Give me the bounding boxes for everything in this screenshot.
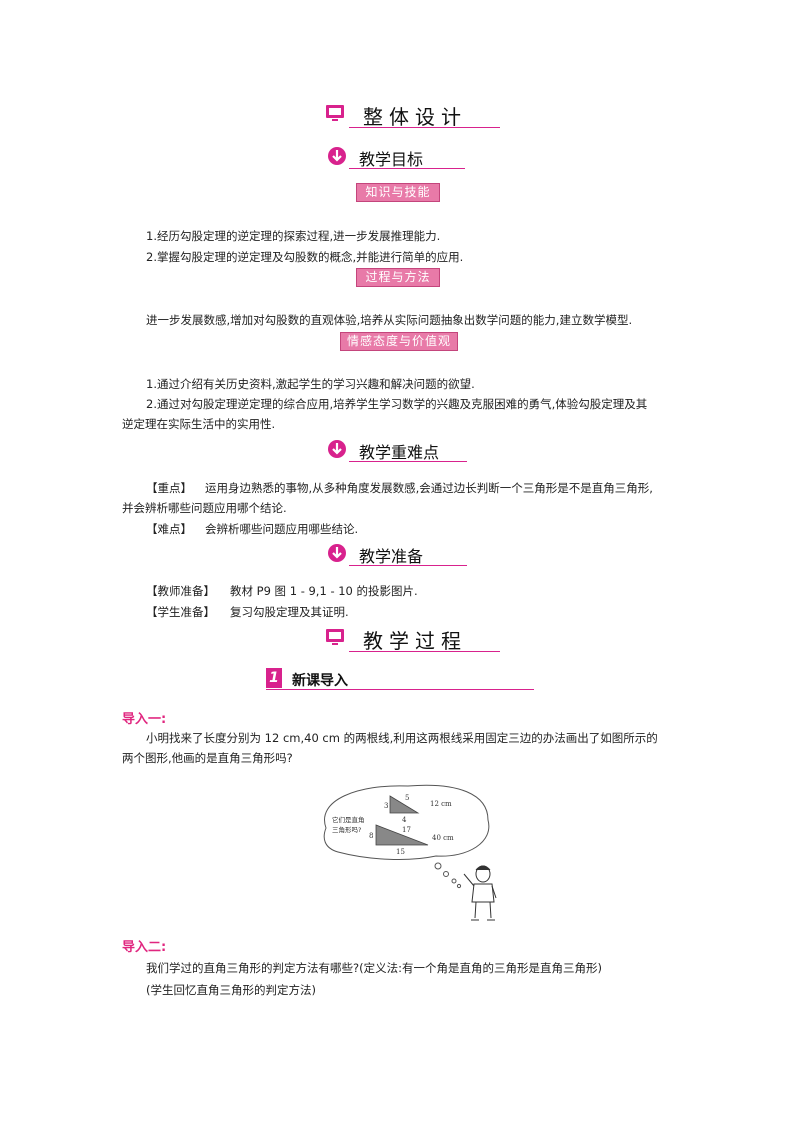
goal-text: 2.掌握勾股定理的逆定理及勾股数的概念,并能进行简单的应用. — [146, 250, 464, 264]
divider — [349, 127, 500, 128]
triangle-figure: 3 4 5 12 cm 8 15 17 40 cm 它们是直角 三角形吗? — [323, 784, 497, 921]
t2-side-a: 8 — [369, 832, 373, 840]
subsection-goals: 教学目标 — [325, 145, 465, 171]
key-text: 并会辨析哪些问题应用哪个结论. — [122, 501, 287, 515]
teacher-prep-text: 教材 P9 图 1 - 9,1 - 10 的投影图片. — [230, 584, 418, 598]
step-number: 1 — [266, 668, 282, 688]
small-triangle — [389, 795, 420, 814]
divider — [349, 461, 467, 462]
intro-label: 导入二: — [122, 940, 167, 955]
t2-side-c: 17 — [402, 826, 411, 834]
difficulty-label: 【难点】 — [146, 522, 192, 536]
boy-illustration — [463, 865, 497, 921]
tag-knowledge: 知识与技能 — [356, 183, 440, 202]
divider — [266, 689, 534, 690]
bubble-text: 它们是直角 — [332, 815, 365, 824]
intro-text: (学生回忆直角三角形的判定方法) — [146, 983, 316, 997]
divider — [349, 651, 500, 652]
student-prep-text: 复习勾股定理及其证明. — [230, 605, 349, 619]
t2-side-b: 15 — [396, 848, 405, 856]
t1-side-c: 5 — [405, 794, 409, 802]
intro-text: 我们学过的直角三角形的判定方法有哪些?(定义法:有一个角是直角的三角形是直角三角… — [146, 961, 602, 975]
goal-text: 2.通过对勾股定理逆定理的综合应用,培养学生学习数学的兴趣及克服困难的勇气,体验… — [146, 397, 648, 411]
down-arrow-icon — [328, 147, 346, 165]
section-title: 教学过程 — [363, 629, 467, 653]
key-text: 运用身边熟悉的事物,从多种角度发展数感,会通过边长判断一个三角形是不是直角三角形… — [205, 481, 653, 495]
tag-method: 过程与方法 — [356, 268, 440, 287]
goal-text: 1.通过介绍有关历史资料,激起学生的学习兴趣和解决问题的欲望. — [146, 377, 475, 391]
intro-text: 小明找来了长度分别为 12 cm,40 cm 的两根线,利用这两根线采用固定三边… — [146, 731, 658, 745]
divider — [349, 168, 465, 169]
subsection-title: 教学重难点 — [359, 443, 440, 462]
goal-text: 进一步发展数感,增加对勾股数的直观体验,培养从实际问题抽象出数学问题的能力,建立… — [146, 313, 633, 327]
intro-text: 两个图形,他画的是直角三角形吗? — [122, 751, 293, 765]
t1-side-b: 4 — [402, 816, 407, 824]
subsection-prep: 教学准备 — [325, 542, 467, 568]
t1-length: 12 cm — [430, 800, 452, 808]
down-arrow-icon — [328, 440, 346, 458]
t1-side-a: 3 — [384, 802, 388, 810]
intro-label: 导入一: — [122, 712, 167, 727]
goal-text: 逆定理在实际生活中的实用性. — [122, 417, 276, 431]
down-arrow-icon — [328, 544, 346, 562]
step-title: 新课导入 — [292, 673, 348, 689]
difficulty-text: 会辨析哪些问题应用哪些结论. — [205, 522, 359, 536]
student-prep-label: 【学生准备】 — [146, 605, 215, 619]
section-title: 整体设计 — [363, 105, 467, 129]
subsection-title: 教学准备 — [359, 547, 424, 566]
large-triangle — [375, 824, 429, 846]
goal-text: 1.经历勾股定理的逆定理的探索过程,进一步发展推理能力. — [146, 229, 441, 243]
monitor-icon — [326, 105, 344, 121]
step-heading: 1 新课导入 — [266, 668, 534, 690]
teacher-prep-label: 【教师准备】 — [146, 584, 215, 598]
divider — [349, 565, 467, 566]
subsection-keypoints: 教学重难点 — [325, 438, 467, 464]
section-banner-overall: 整体设计 — [325, 101, 500, 131]
monitor-icon — [326, 629, 344, 645]
section-banner-process: 教学过程 — [325, 625, 500, 655]
key-label: 【重点】 — [146, 481, 192, 495]
bubble-text: 三角形吗? — [332, 825, 361, 834]
subsection-title: 教学目标 — [359, 150, 424, 169]
tag-emotion: 情感态度与价值观 — [340, 332, 458, 351]
t2-length: 40 cm — [432, 834, 454, 842]
